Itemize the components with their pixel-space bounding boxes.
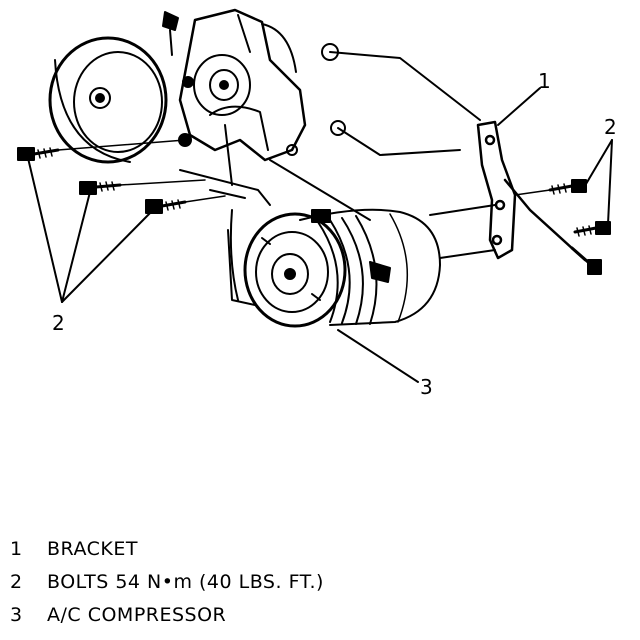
legend-row-bracket: 1 BRACKET xyxy=(10,538,630,571)
exploded-view-drawing: 1 2 2 3 xyxy=(17,8,617,399)
bolts-left xyxy=(17,139,226,214)
legend-text: BOLTS 54 N•m (40 LBS. FT.) xyxy=(47,571,324,593)
callout-2-left: 2 xyxy=(52,311,65,335)
callout-3: 3 xyxy=(420,375,433,399)
bolt xyxy=(17,139,186,161)
bolt xyxy=(145,195,226,214)
bolts-right xyxy=(514,179,611,275)
legend-row-bolts: 2 BOLTS 54 N•m (40 LBS. FT.) xyxy=(10,571,630,604)
parts-legend: 1 BRACKET 2 BOLTS 54 N•m (40 LBS. FT.) 3… xyxy=(10,538,630,637)
legend-number: 1 xyxy=(10,538,23,560)
legend-text: A/C COMPRESSOR xyxy=(47,604,227,626)
bolt xyxy=(79,179,206,195)
bolt xyxy=(573,221,611,237)
ac-compressor xyxy=(227,204,496,328)
engine-pulley xyxy=(48,36,168,164)
drive-belt xyxy=(229,51,481,301)
legend-number: 2 xyxy=(10,571,23,593)
bolt xyxy=(570,246,602,275)
legend-number: 3 xyxy=(10,604,23,626)
bracket xyxy=(476,120,587,262)
engine-mount-structure xyxy=(162,8,346,206)
bolt xyxy=(514,179,587,196)
legend-row-ac-compressor: 3 A/C COMPRESSOR xyxy=(10,604,630,637)
leader-lines xyxy=(27,87,613,383)
callout-1: 1 xyxy=(538,69,551,93)
legend-text: BRACKET xyxy=(47,538,138,560)
callout-2-right: 2 xyxy=(604,115,617,139)
